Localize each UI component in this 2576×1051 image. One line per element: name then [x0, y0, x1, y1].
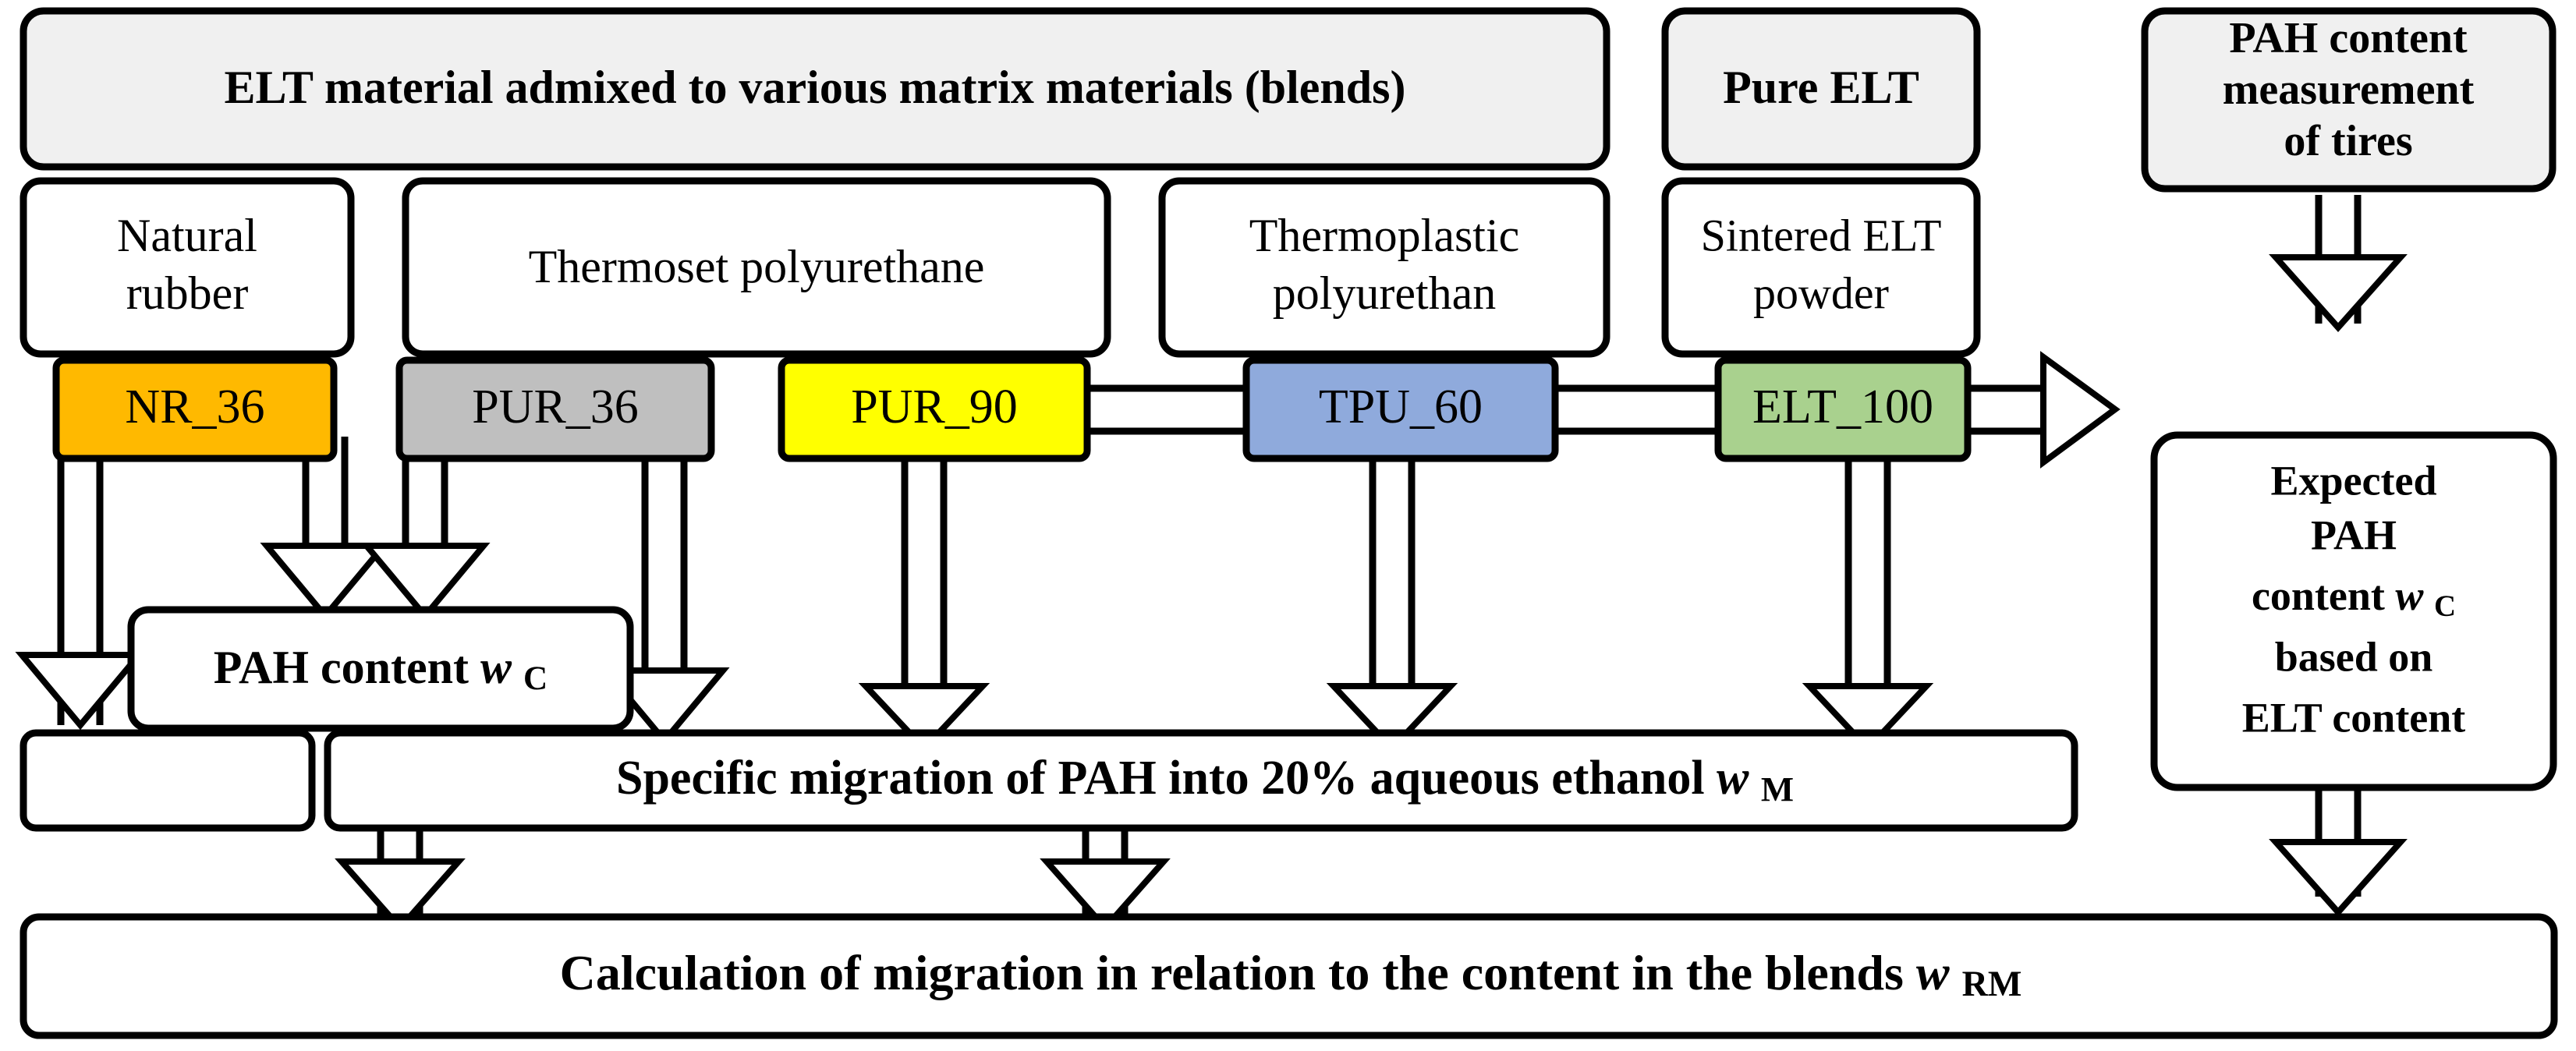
arrow-head-elt100-to-expected: [2040, 351, 2121, 469]
header-row: ELT material admixed to various matrix m…: [19, 7, 2557, 193]
process-subscript-specific-migration: M: [1761, 770, 1794, 809]
process-label-pah-content: PAH content w C: [214, 642, 547, 697]
matrix-box-sintered-elt[interactable]: [1661, 177, 1981, 358]
process-subscript-pah-content: C: [523, 660, 547, 697]
process-symbol-specific-migration: w: [1717, 752, 1749, 805]
process-box-migration-stub[interactable]: [19, 729, 316, 832]
process-label-expected-line3-text: content: [2252, 572, 2385, 619]
process-subscript-calculation: RM: [1962, 964, 2022, 1003]
process-label-specific-migration: Specific migration of PAH into 20% aqueo…: [616, 752, 1794, 809]
process-label-expected-line2: PAH: [2311, 511, 2397, 558]
arrow-head-nr36-to-migration: [15, 652, 146, 731]
arrow-head-pahcontent-to-calculation: [335, 858, 466, 933]
process-symbol-calculation: w: [1916, 945, 1950, 1000]
header-label-pah-measurement-line2: measurement: [2223, 65, 2475, 114]
process-label-calculation-text: Calculation of migration in relation to …: [560, 945, 1904, 1000]
process-symbol-pah-content: w: [480, 642, 512, 693]
arrow-head-to-pah-content-right: [360, 543, 491, 621]
process-expected-pah: Expected PAH content w C based on ELT co…: [2150, 431, 2557, 791]
sample-label-tpu-60: TPU_60: [1319, 380, 1483, 433]
header-label-pah-measurement-line3: of tires: [2284, 117, 2412, 165]
arrow-head-pur90-to-migration: [858, 683, 990, 753]
sample-label-nr-36: NR_36: [125, 380, 264, 433]
process-box-calculation[interactable]: [19, 913, 2558, 1039]
header-label-blends: ELT material admixed to various matrix m…: [225, 62, 1406, 113]
matrix-box-thermoset-pur[interactable]: [402, 177, 1111, 358]
matrix-row: Natural rubber Thermoset polyurethane Th…: [19, 177, 1981, 358]
process-pah-content: PAH content w C: [127, 606, 634, 732]
sample-row: NR_36 PUR_36 PUR_90 TPU_60 ELT_100: [52, 356, 1972, 462]
sample-label-elt-100: ELT_100: [1752, 380, 1933, 433]
process-subscript-expected: C: [2434, 589, 2456, 623]
process-symbol-expected: w: [2395, 572, 2424, 619]
arrow-head-tpu60-to-migration: [1326, 683, 1458, 753]
process-box-expected-pah[interactable]: [2150, 431, 2557, 791]
header-label-pah-measurement-line1: PAH content: [2229, 14, 2468, 62]
arrow-head-migration-to-calculation: [1040, 858, 1171, 933]
sample-box-tpu-60[interactable]: [1242, 356, 1559, 462]
process-label-expected-line4: based on: [2275, 633, 2433, 680]
process-label-expected-line5: ELT content: [2242, 694, 2466, 741]
matrix-box-natural-rubber[interactable]: [19, 177, 355, 358]
matrix-label-thermoset-pur: Thermoset polyurethane: [529, 241, 985, 292]
process-calculation: Calculation of migration in relation to …: [19, 913, 2558, 1039]
arrow-head-expected-to-calculation: [2269, 839, 2408, 918]
sample-box-elt-100[interactable]: [1714, 356, 1972, 462]
matrix-label-sintered-elt-line1: Sintered ELT: [1701, 210, 1942, 260]
header-box-blends[interactable]: [19, 7, 1610, 171]
matrix-label-natural-rubber-line1: Natural: [117, 210, 257, 261]
arrow-head-elt100-to-migration: [1802, 683, 1934, 753]
process-label-pah-content-text: PAH content: [214, 642, 469, 693]
process-label-expected-line3: content w C: [2252, 572, 2456, 622]
matrix-label-thermoplastic-pur-line1: Thermoplastic: [1249, 210, 1520, 261]
sample-label-pur-90: PUR_90: [851, 380, 1018, 433]
sample-box-pur-36[interactable]: [395, 356, 715, 462]
process-box-specific-migration[interactable]: [324, 729, 2078, 832]
header-label-pure-elt: Pure ELT: [1723, 62, 1919, 113]
sample-box-nr-36[interactable]: [52, 356, 338, 462]
arrow-head-pahmeas-to-expected: [2269, 254, 2408, 333]
sample-label-pur-36: PUR_36: [472, 380, 639, 433]
process-specific-migration: Specific migration of PAH into 20% aqueo…: [19, 729, 2078, 832]
header-box-pure-elt[interactable]: [1661, 7, 1981, 171]
matrix-label-thermoplastic-pur-line2: polyurethan: [1273, 267, 1497, 319]
process-label-expected-line1: Expected: [2271, 457, 2437, 504]
arrow-head-to-pah-content-left: [260, 543, 391, 621]
header-box-pah-measurement[interactable]: [2141, 7, 2557, 193]
matrix-label-natural-rubber-line2: rubber: [126, 267, 249, 319]
process-box-pah-content[interactable]: [127, 606, 634, 732]
matrix-box-thermoplastic-pur[interactable]: [1158, 177, 1610, 358]
process-label-specific-migration-text: Specific migration of PAH into 20% aqueo…: [616, 752, 1705, 805]
matrix-label-sintered-elt-line2: powder: [1753, 267, 1889, 318]
block-arrows: [15, 254, 2408, 933]
process-label-calculation: Calculation of migration in relation to …: [560, 945, 2022, 1004]
sample-box-pur-90[interactable]: [778, 356, 1091, 462]
